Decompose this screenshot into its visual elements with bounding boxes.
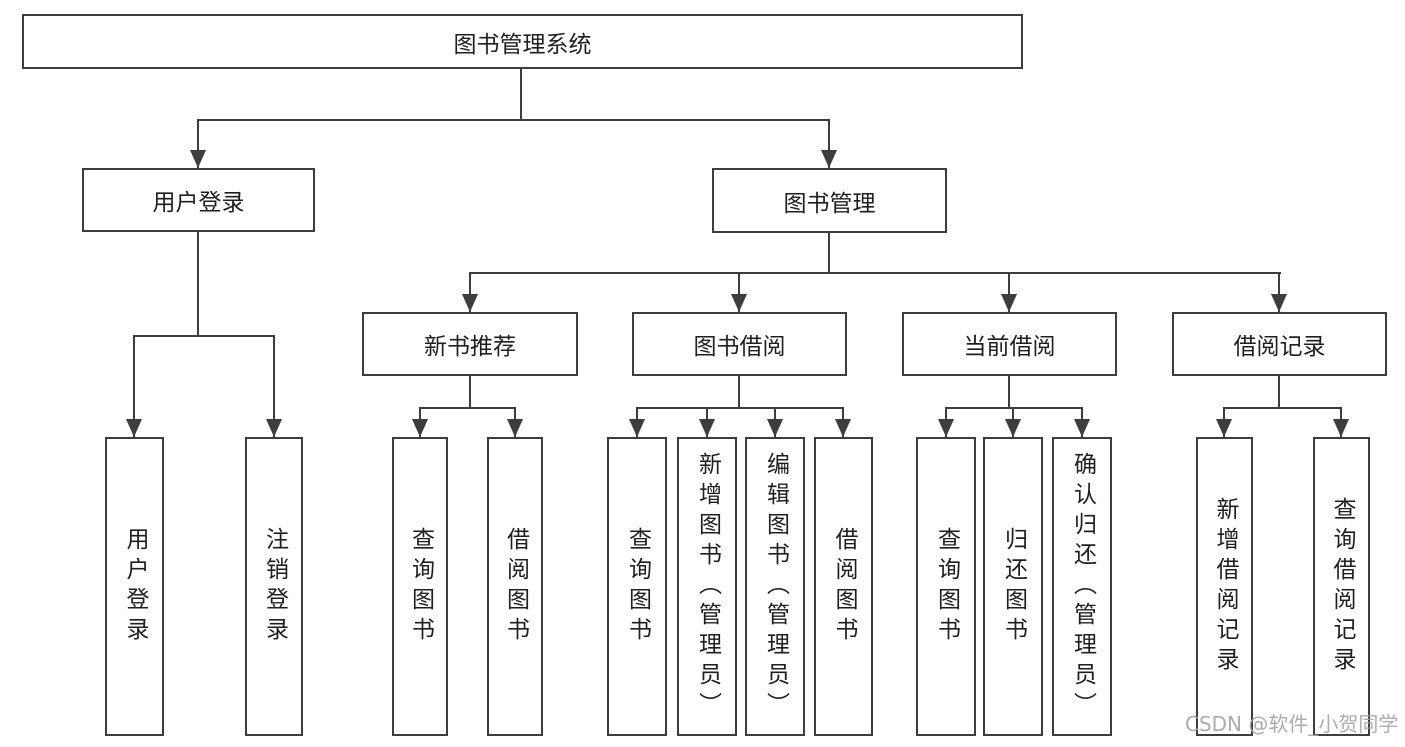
node-new-book-recommend: 新书推荐	[362, 312, 578, 376]
node-label: 查询图书	[407, 526, 434, 647]
connector-vline	[273, 335, 275, 437]
connector-hline	[419, 407, 516, 409]
connector-vline	[197, 119, 199, 168]
leaf-logout: 注销登录	[245, 437, 303, 736]
arrowhead-down-icon	[1216, 419, 1232, 437]
node-label: 用户登录	[152, 190, 245, 216]
node-label: 新书推荐	[424, 334, 516, 360]
connector-vline	[738, 272, 740, 312]
node-label: 查询借阅记录	[1329, 496, 1355, 677]
node-label: 借阅图书	[502, 526, 529, 647]
node-label: 图书管理	[783, 190, 876, 217]
arrowhead-down-icon	[462, 294, 478, 312]
node-current-borrow: 当前借阅	[902, 312, 1117, 376]
connector-vline	[469, 272, 471, 312]
arrowhead-down-icon	[835, 419, 851, 437]
arrowhead-down-icon	[1074, 419, 1090, 437]
node-label: 编辑图书（管理员）	[762, 451, 789, 722]
node-label: 查询图书	[624, 526, 651, 647]
node-label: 借阅图书	[831, 526, 857, 647]
arrowhead-down-icon	[767, 419, 783, 437]
connector-vline	[1008, 272, 1010, 312]
node-user-login: 用户登录	[82, 168, 315, 232]
connector-hline	[469, 272, 1281, 274]
leaf-query-books-borrow: 查询图书	[607, 437, 667, 736]
leaf-query-books-recommend: 查询图书	[392, 437, 448, 736]
connector-vline	[1278, 376, 1280, 409]
node-book-borrow: 图书借阅	[632, 312, 847, 376]
connector-vline	[520, 69, 522, 119]
leaf-borrow-books-recommend: 借阅图书	[487, 437, 543, 736]
leaf-query-borrow-record: 查询借阅记录	[1313, 437, 1370, 736]
connector-hline	[636, 407, 844, 409]
leaf-query-books-current: 查询图书	[916, 437, 976, 736]
node-label: 确认归还（管理员）	[1069, 451, 1096, 722]
arrowhead-down-icon	[1005, 419, 1021, 437]
leaf-add-book-admin: 新增图书（管理员）	[677, 437, 737, 736]
node-label: 图书借阅	[693, 334, 786, 360]
connector-hline	[1223, 407, 1342, 409]
node-label: 借阅记录	[1233, 334, 1326, 360]
connector-vline	[1008, 376, 1010, 409]
connector-vline	[738, 376, 740, 409]
node-system-root: 图书管理系统	[22, 14, 1023, 69]
leaf-user-login: 用户登录	[105, 437, 164, 736]
node-book-management: 图书管理	[712, 168, 947, 233]
arrowhead-down-icon	[821, 150, 837, 168]
connector-vline	[469, 376, 471, 409]
node-borrow-records: 借阅记录	[1172, 312, 1387, 376]
node-label: 查询图书	[933, 526, 960, 647]
connector-vline	[133, 335, 135, 437]
connector-hline	[945, 407, 1083, 409]
leaf-add-borrow-record: 新增借阅记录	[1196, 437, 1253, 736]
arrowhead-down-icon	[190, 150, 206, 168]
arrowhead-down-icon	[412, 419, 428, 437]
node-label: 归还图书	[1000, 526, 1027, 647]
node-label: 图书管理系统	[453, 31, 592, 58]
connector-vline	[828, 233, 830, 274]
connector-vline	[1278, 272, 1280, 312]
arrowhead-down-icon	[507, 419, 523, 437]
node-label: 当前借阅	[963, 334, 1056, 360]
csdn-watermark: CSDN @软件_小贺同学	[1185, 712, 1399, 736]
node-label: 用户登录	[122, 526, 148, 647]
connector-vline	[828, 119, 830, 168]
node-label: 注销登录	[261, 526, 288, 647]
arrowhead-down-icon	[126, 419, 142, 437]
arrowhead-down-icon	[1271, 294, 1287, 312]
node-label: 新增图书（管理员）	[694, 451, 721, 722]
arrowhead-down-icon	[731, 294, 747, 312]
arrowhead-down-icon	[699, 419, 715, 437]
arrowhead-down-icon	[266, 419, 282, 437]
leaf-return-book: 归还图书	[983, 437, 1043, 736]
arrowhead-down-icon	[1333, 419, 1349, 437]
arrowhead-down-icon	[1001, 294, 1017, 312]
leaf-confirm-return-admin: 确认归还（管理员）	[1052, 437, 1112, 736]
arrowhead-down-icon	[938, 419, 954, 437]
leaf-borrow-books: 借阅图书	[814, 437, 873, 736]
connector-hline	[197, 119, 830, 121]
node-label: 新增借阅记录	[1212, 496, 1238, 677]
leaf-edit-book-admin: 编辑图书（管理员）	[745, 437, 805, 736]
arrowhead-down-icon	[629, 419, 645, 437]
connector-vline	[197, 232, 199, 335]
connector-hline	[133, 335, 275, 337]
